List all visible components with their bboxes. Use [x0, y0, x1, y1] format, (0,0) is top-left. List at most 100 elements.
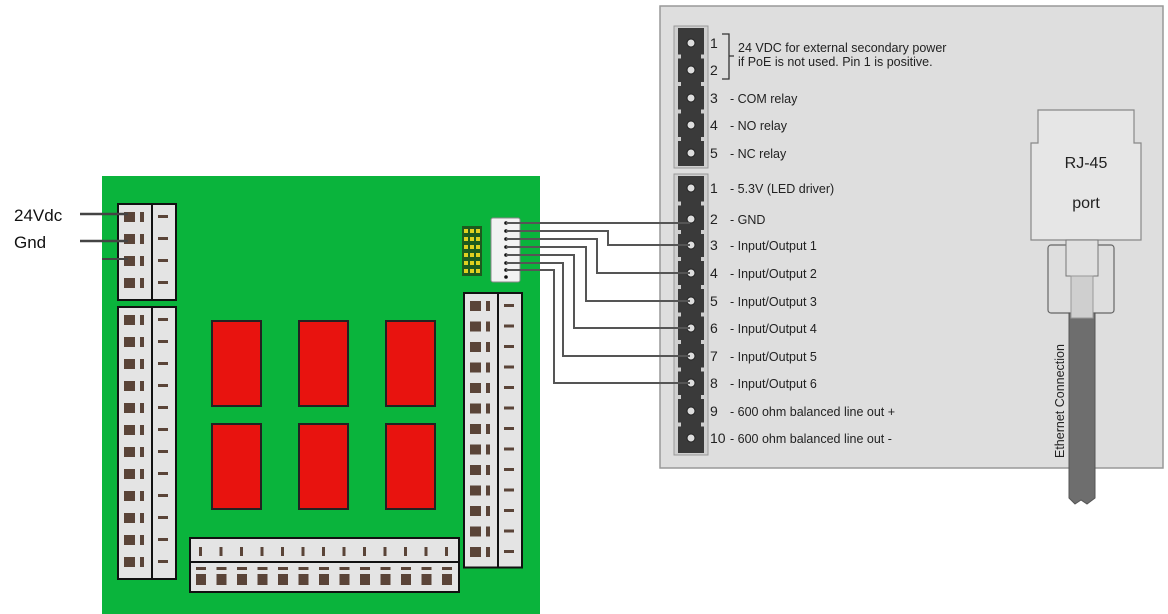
terminal-marker [158, 450, 168, 453]
terminal-contact [486, 424, 490, 434]
terminal-marker [158, 281, 168, 284]
terminal-screw [470, 342, 481, 352]
terminal-contact [140, 278, 144, 288]
terminal-screw [124, 256, 135, 266]
terminal-contact [486, 362, 490, 373]
terminal-contact [278, 567, 288, 570]
terminal-marker [322, 547, 325, 556]
terminal-marker [504, 488, 514, 492]
terminal-contact [140, 469, 144, 479]
header-pin [464, 253, 468, 257]
terminal-contact [486, 301, 490, 311]
header-pin [476, 261, 480, 265]
pin-number: 6 [710, 320, 718, 336]
relay [211, 423, 262, 510]
header-pin [464, 229, 468, 233]
pin-label: - Input/Output 2 [730, 267, 817, 281]
terminal-marker [158, 494, 168, 497]
terminal-marker [342, 547, 346, 556]
terminal-marker [240, 547, 243, 556]
terminal-contact [486, 321, 490, 332]
left-terminal-block [117, 306, 177, 580]
terminal-marker [424, 547, 428, 556]
pin-number: 2 [710, 62, 718, 78]
terminal-contact [140, 403, 144, 413]
terminal-contact [339, 567, 350, 570]
terminal-screw [124, 337, 135, 347]
header-pin [470, 261, 474, 265]
pin-notch [701, 367, 706, 372]
header-pin [476, 237, 480, 241]
header-pin [470, 229, 474, 233]
pin-label: - COM relay [730, 92, 798, 106]
terminal-marker [445, 547, 448, 556]
bracket-note-line2: if PoE is not used. Pin 1 is positive. [738, 55, 933, 69]
pin-notch [676, 340, 681, 344]
pin-notch [701, 82, 706, 86]
pin-label: - Input/Output 5 [730, 350, 817, 364]
terminal-contact [486, 485, 490, 496]
pin-number: 3 [710, 90, 718, 106]
pin-hole [686, 433, 696, 443]
terminal-screw [124, 469, 135, 479]
header-pin [476, 245, 480, 249]
terminal-screw [470, 485, 481, 496]
terminal-contact [380, 567, 391, 570]
terminal-marker [219, 547, 223, 556]
header-pin [476, 229, 480, 233]
cable-boot [1070, 275, 1094, 319]
pin-number: 8 [710, 375, 718, 391]
pin-notch [701, 230, 706, 234]
terminal-screw [470, 506, 481, 516]
terminal-contact [140, 359, 144, 369]
rj45-port-label: port [1072, 195, 1100, 212]
pin-notch [701, 395, 706, 399]
pin-notch [701, 422, 706, 427]
terminal-screw [380, 574, 391, 585]
terminal-screw [124, 425, 135, 435]
terminal-marker [260, 547, 264, 556]
pin-label: - 600 ohm balanced line out + [730, 405, 895, 419]
terminal-contact [421, 567, 432, 570]
pin-number: 4 [710, 265, 718, 281]
header-pin [470, 245, 474, 249]
pin-label: - NC relay [730, 147, 787, 161]
header-pin [476, 253, 480, 257]
terminal-contact [140, 535, 144, 545]
pin-number: 1 [710, 35, 718, 51]
signal-wire [506, 269, 690, 384]
terminal-screw [421, 574, 432, 585]
terminal-screw [470, 383, 481, 393]
terminal-screw [257, 574, 268, 585]
terminal-marker [504, 324, 514, 328]
terminal-marker [281, 547, 284, 556]
pin-notch [676, 367, 681, 372]
pin-number: 4 [710, 117, 718, 133]
pin-notch [701, 109, 706, 114]
header-pin [464, 245, 468, 249]
terminal-marker [158, 215, 168, 218]
terminal-marker [363, 547, 366, 556]
terminal-marker [158, 318, 168, 321]
terminal-screw [196, 574, 206, 585]
pin-notch [676, 201, 681, 206]
pin-hole [686, 120, 696, 130]
terminal-screw [319, 574, 329, 585]
terminal-marker [158, 362, 168, 365]
terminal-marker [158, 516, 168, 519]
terminal-screw [470, 403, 481, 414]
terminal-contact [140, 491, 144, 501]
terminal-screw [124, 381, 135, 391]
terminal-contact [140, 447, 144, 457]
rj45-plug [1065, 239, 1099, 277]
pin-notch [701, 257, 706, 261]
terminal-screw [124, 491, 135, 501]
header-pin [464, 269, 468, 273]
terminal-marker [158, 560, 168, 563]
pin-header [462, 226, 482, 276]
terminal-screw [124, 403, 135, 413]
terminal-contact [486, 526, 490, 537]
pin-number: 1 [710, 180, 718, 196]
pin-notch [701, 312, 706, 317]
